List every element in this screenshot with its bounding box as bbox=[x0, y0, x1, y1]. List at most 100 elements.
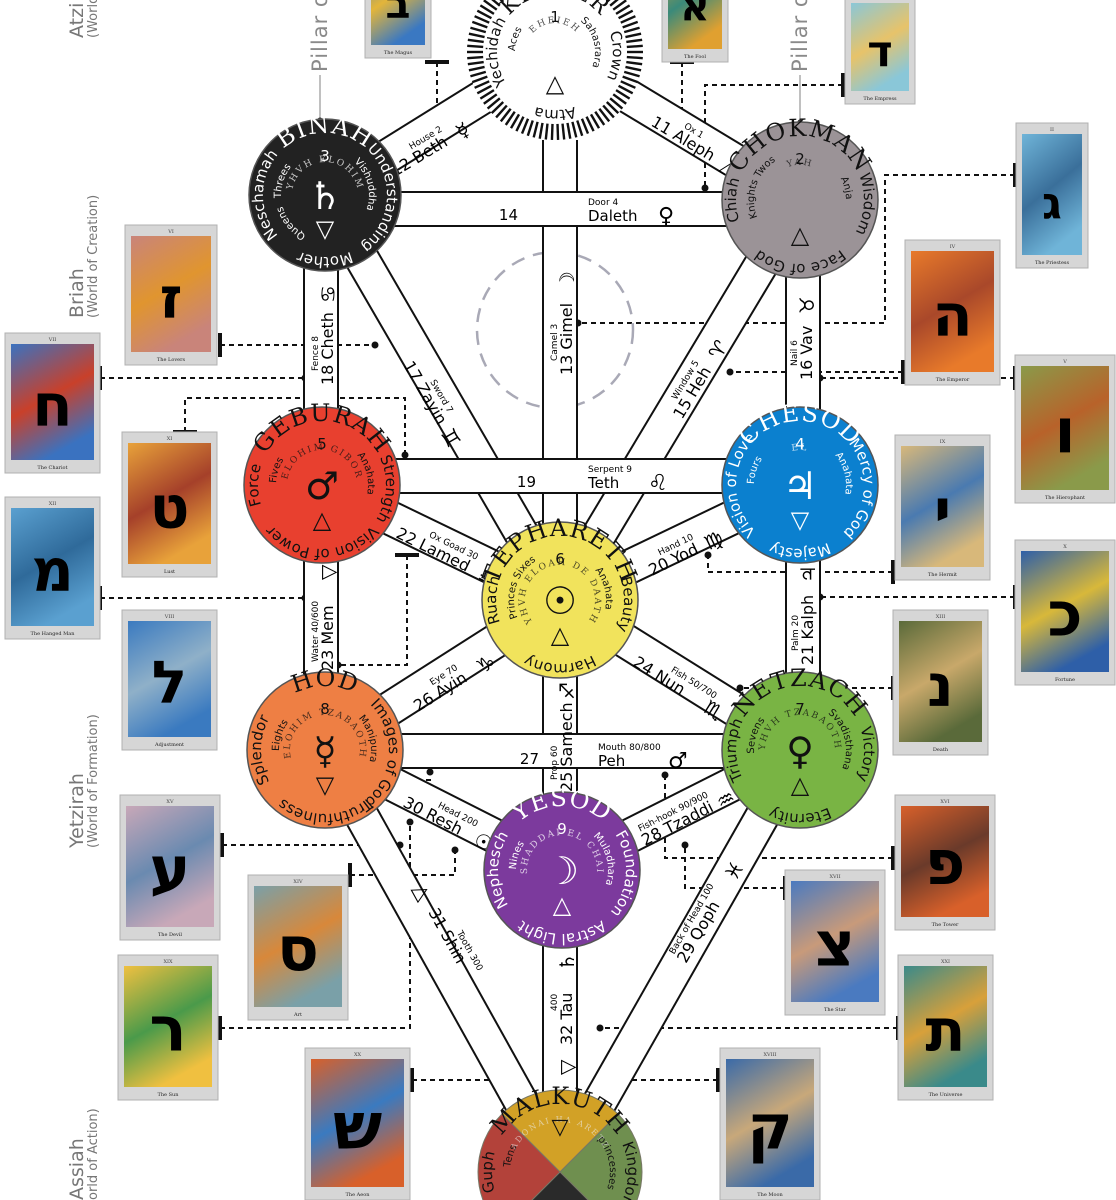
planet-symbol-icon: ♂ bbox=[305, 464, 339, 508]
kether-ray bbox=[585, 116, 595, 132]
card-art bbox=[904, 966, 987, 1087]
path-letter: Teth bbox=[587, 474, 619, 492]
card-numeral: II bbox=[1050, 127, 1054, 133]
connector-dot bbox=[451, 846, 459, 854]
kether-ray bbox=[609, 97, 624, 110]
card-art bbox=[128, 621, 211, 737]
path-number: 14 bbox=[499, 206, 518, 224]
hebrew-letter: ע bbox=[149, 833, 190, 906]
path-meaning: Serpent 9 bbox=[588, 465, 632, 475]
hebrew-letter: מ bbox=[31, 536, 74, 605]
kether-ray bbox=[486, 97, 501, 110]
kether-ray bbox=[556, 123, 560, 140]
sephira-number: 9 bbox=[557, 820, 567, 838]
path-title: 32Tau bbox=[557, 993, 576, 1045]
card-title: Adjustment bbox=[154, 742, 184, 748]
card-art bbox=[726, 1059, 814, 1187]
kether-ray bbox=[626, 44, 643, 49]
path-letter: Daleth bbox=[588, 207, 638, 225]
divine-name: EL bbox=[791, 443, 809, 454]
path-title: 18Cheth bbox=[318, 312, 337, 385]
hebrew-letter: ד bbox=[867, 27, 893, 77]
sephira-disc bbox=[483, 791, 641, 949]
hebrew-letter: נ bbox=[927, 651, 954, 720]
hebrew-letter: ג bbox=[1042, 178, 1062, 230]
path-title: 25Samech bbox=[557, 702, 576, 792]
path-symbol-icon: ♀ bbox=[658, 204, 674, 229]
kether-ray bbox=[561, 123, 566, 140]
kether-ray bbox=[467, 38, 484, 44]
path-title: 23Mem bbox=[318, 605, 337, 670]
kether-ray bbox=[471, 20, 488, 29]
card-title: The Magus bbox=[384, 50, 413, 56]
card-art bbox=[851, 3, 909, 91]
hebrew-letter: ת bbox=[925, 996, 965, 1065]
sephira-disc bbox=[243, 406, 401, 564]
card-title: The Chariot bbox=[37, 465, 67, 471]
sephira-attribute-bottom: Atma bbox=[532, 103, 578, 124]
hebrew-letter: א bbox=[680, 0, 710, 31]
kether-ray bbox=[625, 32, 642, 39]
hebrew-letter: ר bbox=[149, 993, 186, 1066]
kether-ray bbox=[468, 65, 485, 72]
path-meaning: Fence 8 bbox=[311, 336, 321, 371]
path-symbol-icon: ♉ bbox=[795, 296, 819, 314]
kether-ray bbox=[476, 84, 492, 95]
hebrew-letter: ס bbox=[277, 913, 319, 986]
kether-rays bbox=[467, 0, 643, 140]
sephira-number: 3 bbox=[320, 147, 330, 165]
path-number: 13 bbox=[557, 355, 576, 375]
sephira-attribute-bottom: Atma bbox=[532, 103, 578, 124]
path-letter: Gimel bbox=[557, 303, 576, 350]
path-number: 21 bbox=[798, 645, 817, 665]
path-symbol-icon: ▽ bbox=[316, 564, 340, 580]
card-art bbox=[11, 344, 94, 460]
card-title: The Star bbox=[824, 1007, 847, 1013]
kether-ray bbox=[625, 65, 642, 72]
kether-ray bbox=[483, 93, 498, 105]
card-title: The Empress bbox=[863, 96, 897, 102]
path-number: 19 bbox=[517, 473, 536, 491]
card-numeral: XVIII bbox=[763, 1052, 776, 1058]
kether-ray bbox=[566, 122, 572, 139]
kether-ray bbox=[550, 123, 554, 140]
card-connector bbox=[348, 846, 459, 887]
card-numeral: XV bbox=[166, 799, 174, 805]
kether-ray bbox=[520, 118, 530, 135]
card-connector bbox=[98, 586, 309, 610]
connector-dot bbox=[681, 841, 689, 849]
card-connector bbox=[726, 360, 905, 384]
kether-ray bbox=[623, 26, 640, 34]
kether-ray bbox=[598, 107, 611, 123]
dashed-connector-line bbox=[707, 555, 893, 573]
kether-ray bbox=[499, 107, 512, 123]
